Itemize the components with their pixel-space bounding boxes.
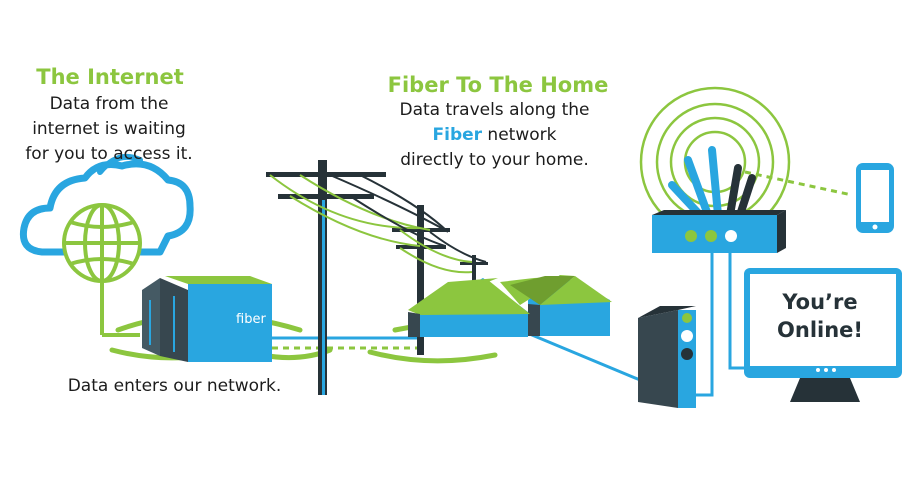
internet-description: Data from the internet is waiting for yo… xyxy=(14,92,204,167)
internet-desc-line-1: Data from the xyxy=(49,94,169,114)
power-lines xyxy=(269,174,487,274)
wifi-router xyxy=(652,210,786,253)
ftth-title: Fiber To The Home xyxy=(387,73,609,97)
ftth-desc-line-3: directly to your home. xyxy=(400,150,589,170)
fiber-highlight: Fiber xyxy=(432,125,483,145)
utility-pole-back xyxy=(460,255,488,295)
ftth-desc-line-2: Fiber network xyxy=(372,123,617,148)
wireless-link xyxy=(744,170,853,197)
house-back xyxy=(500,275,612,336)
globe-icon xyxy=(62,203,142,337)
data-center-building: fiber xyxy=(142,276,272,362)
monitor xyxy=(744,268,902,402)
internet-desc-line-2: internet is waiting xyxy=(32,119,186,139)
utility-pole-middle xyxy=(392,205,450,355)
ftth-description: Data travels along the Fiber network dir… xyxy=(372,98,617,173)
ftth-desc-line-1: Data travels along the xyxy=(399,100,590,120)
house-front xyxy=(408,278,530,337)
ftth-desc-line-2-rest: network xyxy=(482,125,557,145)
router-antennas xyxy=(668,146,756,219)
monitor-line-2: Online! xyxy=(777,318,863,342)
tablet-icon xyxy=(856,163,894,233)
network-caption: Data enters our network. xyxy=(67,376,282,396)
utility-pole-front xyxy=(266,160,386,395)
internet-title: The Internet xyxy=(36,65,184,89)
monitor-screen-text: You’re Online! xyxy=(755,288,885,344)
monitor-line-1: You’re xyxy=(782,290,858,314)
internet-desc-line-3: for you to access it. xyxy=(25,144,193,164)
modem-box xyxy=(638,306,696,408)
data-center-logo: fiber xyxy=(236,312,266,327)
